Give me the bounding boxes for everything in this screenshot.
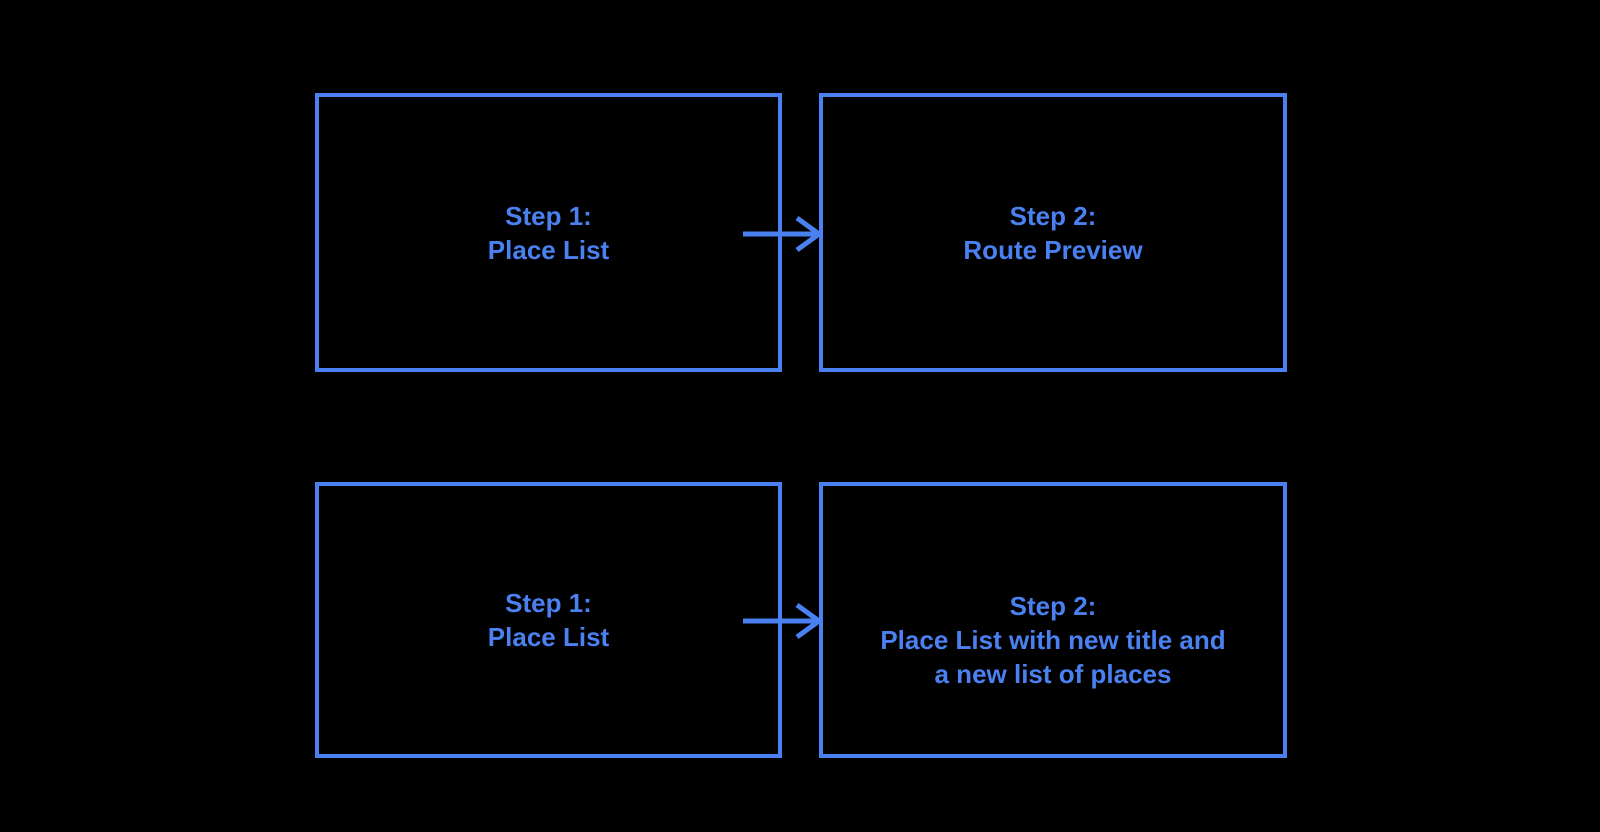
box-label-line: Place List <box>487 622 610 652</box>
box-label: Step 2: Route Preview <box>963 199 1142 267</box>
box-label-line: Place List <box>487 234 610 265</box>
box-label-line: Step 1: <box>505 588 592 618</box>
box-step1-place-list: Step 1: Place List <box>315 93 782 372</box>
box-label: Step 1: Place List <box>488 199 609 267</box>
box-label-line: Place List with new title and <box>880 625 1226 655</box>
box-label: Step 1: Place List <box>488 586 609 654</box>
box-step1-place-list-2: Step 1: Place List <box>315 482 782 758</box>
box-label-line: Step 1: <box>505 200 592 231</box>
box-label: Step 2: Place List with new title and a … <box>880 589 1225 691</box>
box-label-line: Step 2: <box>1009 200 1097 231</box>
box-label-line: Route Preview <box>963 234 1143 265</box>
arrow-right-icon <box>743 215 824 253</box>
box-step2-new-place-list: Step 2: Place List with new title and a … <box>819 482 1287 758</box>
box-label-line: a new list of places <box>934 659 1172 689</box>
box-step2-route-preview: Step 2: Route Preview <box>819 93 1287 372</box>
box-label-line: Step 2: <box>1009 591 1097 621</box>
arrow-right-icon <box>743 602 824 640</box>
